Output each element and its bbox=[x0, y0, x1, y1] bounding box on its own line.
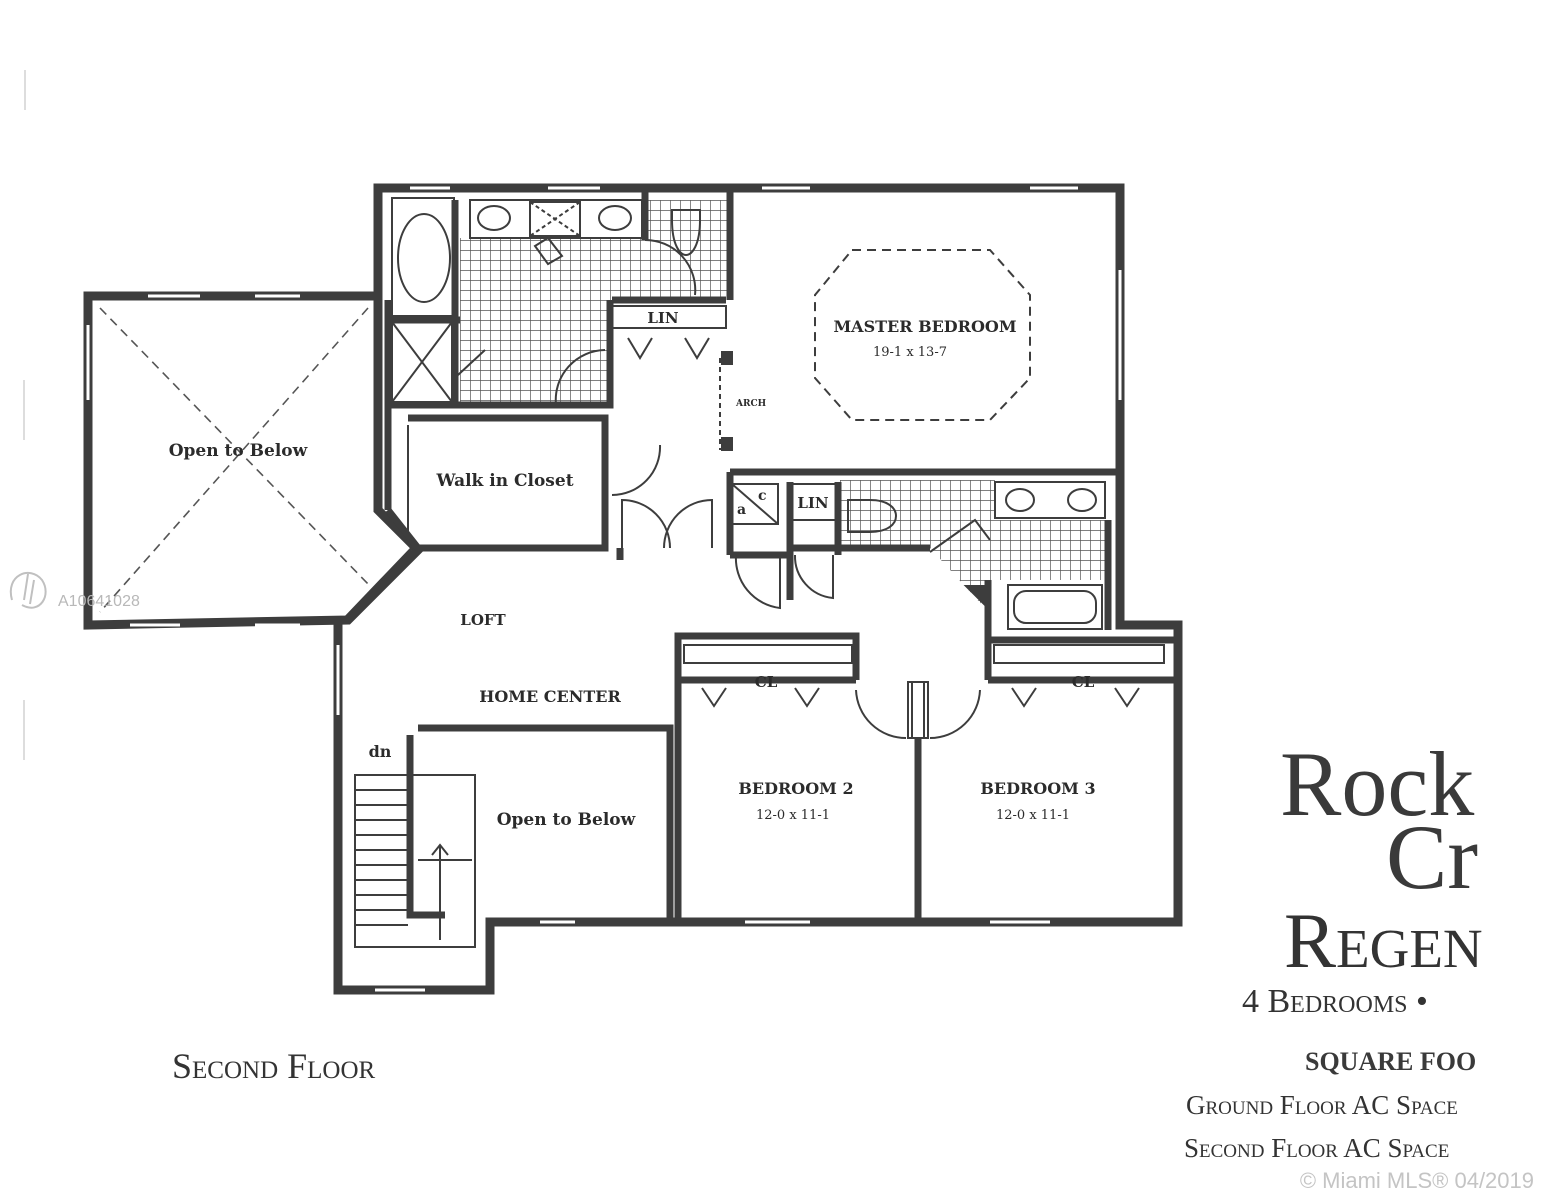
stairs-down-label: dn bbox=[369, 742, 392, 761]
ac-label-c: c bbox=[758, 488, 767, 504]
brand-line1: Rock bbox=[1280, 733, 1474, 835]
bath-tile-floors bbox=[460, 200, 1108, 608]
model-name: Regen bbox=[1284, 897, 1483, 984]
bedroom3-closet-label: CL bbox=[1072, 673, 1095, 691]
floor-title: Second Floor bbox=[172, 1046, 376, 1086]
brand-line2: Cr bbox=[1386, 806, 1478, 908]
bedroom-closets bbox=[683, 644, 1165, 740]
ac-and-linen-closets bbox=[731, 483, 837, 610]
arch-opening bbox=[719, 351, 733, 451]
linen-closet-upper bbox=[611, 305, 727, 360]
second-floor-ac-space: Second Floor AC Space bbox=[1184, 1133, 1449, 1163]
bedroom-count: 4 Bedrooms • bbox=[1242, 983, 1428, 1020]
arch-label: ARCH bbox=[735, 399, 767, 409]
master-tray-ceiling bbox=[814, 249, 1031, 421]
linen-upper-label: LIN bbox=[647, 309, 679, 327]
closet-doors bbox=[407, 425, 713, 549]
square-footage-heading: SQUARE FOO bbox=[1305, 1047, 1476, 1076]
loft-label: LOFT bbox=[460, 611, 506, 629]
bedroom2-closet-label: CL bbox=[755, 673, 778, 691]
hall-bath-fixtures bbox=[847, 481, 1106, 630]
listing-id-watermark: A10641028 bbox=[58, 593, 140, 610]
stairs bbox=[354, 774, 476, 948]
mls-copyright: © Miami MLS® 04/2019 bbox=[1300, 1168, 1534, 1193]
open-to-below-left-label: Open to Below bbox=[169, 441, 308, 461]
open-to-below-center-label: Open to Below bbox=[497, 810, 636, 830]
bedroom3-label: BEDROOM 3 bbox=[980, 779, 1095, 798]
master-bedroom-dimensions: 19-1 x 13-7 bbox=[873, 345, 947, 360]
mls-watermark-logo bbox=[9, 571, 47, 609]
walk-in-closet-label: Walk in Closet bbox=[435, 471, 573, 491]
scan-edge-marks bbox=[23, 70, 26, 760]
linen-lower-label: LIN bbox=[797, 494, 829, 512]
ground-floor-ac-space: Ground Floor AC Space bbox=[1186, 1090, 1458, 1120]
bedroom3-dimensions: 12-0 x 11-1 bbox=[996, 808, 1070, 823]
ac-label-a: a bbox=[737, 502, 746, 518]
windows bbox=[86, 186, 1122, 992]
home-center-label: HOME CENTER bbox=[479, 687, 621, 706]
bedroom2-dimensions: 12-0 x 11-1 bbox=[756, 808, 830, 823]
bedroom2-label: BEDROOM 2 bbox=[738, 779, 853, 798]
master-bath-fixtures bbox=[391, 197, 701, 406]
master-bedroom-label: MASTER BEDROOM bbox=[833, 317, 1016, 336]
